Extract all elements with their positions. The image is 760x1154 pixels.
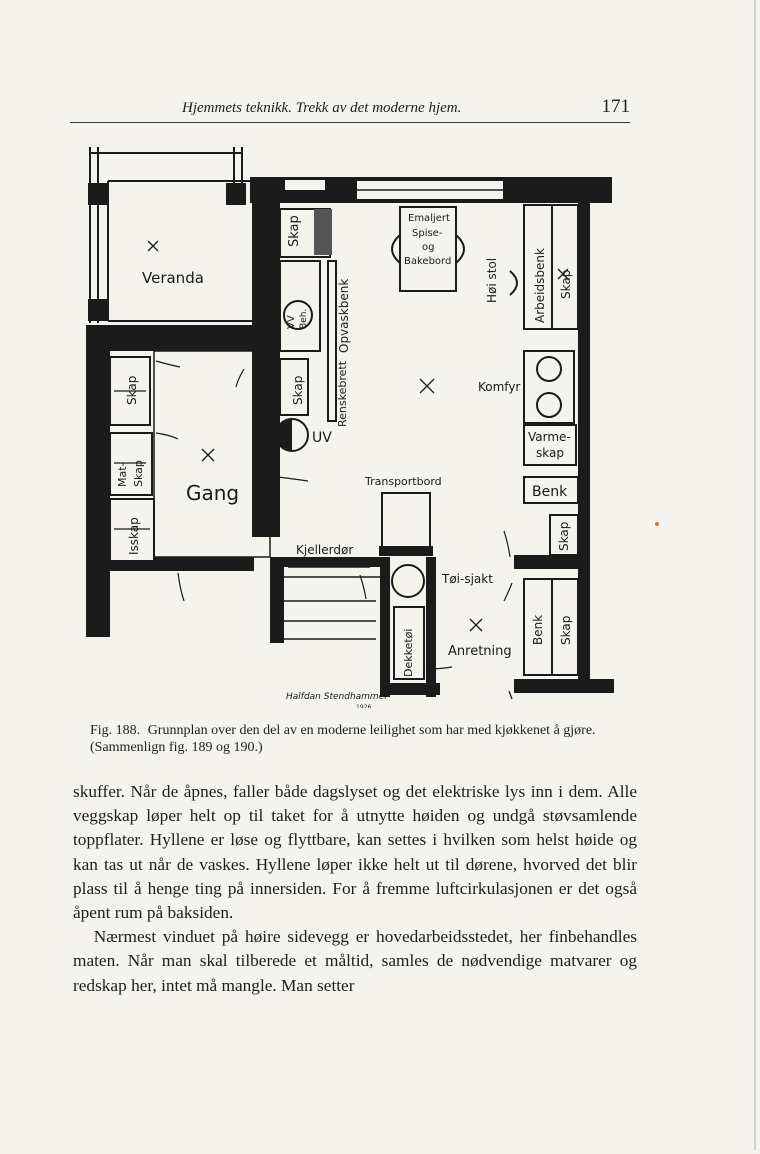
label-kjellerdor: Kjellerdør [296, 543, 353, 557]
label-toisjakt: Tøi-sjakt [441, 572, 493, 586]
label-skap-right-mid: Skap [557, 522, 571, 551]
label-isskap: Isskap [127, 517, 141, 555]
label-varmeskap-1: Varme- [528, 430, 571, 444]
label-gang: Gang [186, 481, 239, 505]
varmeskap [523, 424, 577, 466]
label-dekketoi: Dekketøi [402, 629, 415, 677]
arbeidsbenk [523, 204, 553, 330]
label-varmeskap-2: skap [536, 446, 564, 460]
wall-benk-divider [514, 555, 586, 569]
label-skap-right-top: Skap [559, 270, 573, 299]
right-skap-low [551, 578, 579, 676]
label-signature: Halfdan Stendhammer [286, 692, 389, 702]
label-skap-low: Skap [559, 616, 573, 645]
label-komfyr: Komfyr [478, 380, 520, 394]
label-uv: UV [312, 430, 332, 446]
gang-mat-skap [109, 432, 153, 496]
label-transportbord: Transportbord [364, 475, 442, 488]
figure-caption: Fig. 188. Grunnplan over den del av en m… [90, 722, 630, 756]
label-skap-kitchen-top: Skap [287, 215, 302, 247]
wall-gang-left [86, 325, 110, 637]
renskebrett [327, 260, 337, 422]
paragraph: Nærmest vinduet på høire sidevegg er hov… [73, 927, 637, 995]
page-edge [4, 0, 756, 1150]
label-veranda: Veranda [142, 269, 204, 287]
label-skap-kitchen-mid: Skap [291, 376, 305, 405]
label-renskebrett: Renskebrett [336, 360, 349, 427]
transportbord [381, 492, 431, 548]
body-text: skuffer. Når de åpnes, faller både dagsl… [73, 780, 637, 998]
label-anretning: Anretning [448, 644, 512, 659]
wall-stair-left [270, 567, 284, 643]
wall-kitchen-bottom [270, 557, 380, 567]
dekketoi-cabinet [393, 606, 425, 680]
wall-right [578, 203, 590, 693]
label-benk-right: Benk [532, 484, 568, 500]
page-number: 171 [601, 96, 631, 117]
right-skap-mid [549, 514, 579, 556]
label-beh: Beh. [299, 309, 309, 329]
wall-right-bottom [514, 679, 614, 693]
label-skap-gang: Skap [125, 376, 139, 405]
label-emaljert-1: Emaljert [408, 213, 450, 224]
gang-room [153, 350, 271, 558]
label-benk-low: Benk [531, 615, 545, 645]
dining-table [399, 206, 457, 292]
label-opvaskbenk: Opvaskbenk [337, 279, 351, 353]
label-mat-skap-2: Skap [132, 460, 145, 487]
label-arbeidsbenk: Arbeidsbenk [533, 248, 547, 323]
wall-shaft-right [426, 557, 436, 697]
label-mat-skap-1: Mat- [116, 462, 129, 487]
paragraph: skuffer. Når de åpnes, faller både dagsl… [73, 782, 637, 923]
running-head: Hjemmets teknikk. Trekk av det moderne h… [70, 96, 630, 123]
right-skap-top [551, 204, 579, 330]
label-hoi-stol: Høi stol [485, 258, 499, 303]
caption-number: Fig. 188. [90, 723, 141, 738]
label-emaljert-3: og [422, 242, 434, 253]
label-emaljert-2: Spise- [412, 228, 443, 239]
floor-plan: Veranda Gang Skap Mat- Skap Isskap Skap … [86, 147, 614, 708]
benk-right [523, 476, 579, 504]
kitchen-skap-mid [279, 358, 309, 416]
wall-gang-top [86, 325, 256, 351]
wall-shaft-bottom [380, 683, 440, 695]
label-emaljert-4: Bakebord [404, 256, 451, 267]
toisjakt [391, 564, 425, 598]
wall-shaft-left [380, 557, 390, 697]
margin-dot [655, 522, 659, 526]
caption-text: Grunnplan over den del av en moderne lei… [90, 723, 596, 755]
gang-isskap [109, 498, 155, 562]
wall-kitchen-left [252, 177, 280, 537]
label-year: 1926 [356, 704, 371, 708]
label-vv: VV [286, 315, 297, 329]
right-benk-low [523, 578, 553, 676]
running-title: Hjemmets teknikk. Trekk av det moderne h… [182, 100, 462, 116]
